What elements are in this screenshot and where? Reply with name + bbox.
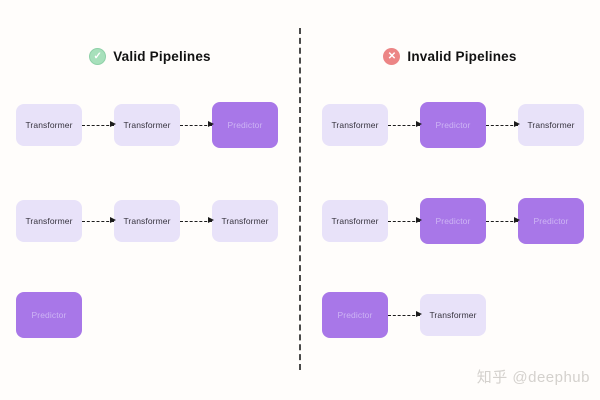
arrow-right-icon [82, 217, 116, 223]
valid-pipelines-panel: ✓ Valid Pipelines Transformer Transforme… [0, 48, 300, 338]
x-circle-icon: ✕ [383, 48, 401, 65]
arrow-right-icon [388, 217, 422, 223]
transformer-node: Transformer [114, 200, 180, 242]
transformer-node: Transformer [420, 294, 486, 336]
transformer-node: Transformer [212, 200, 278, 242]
transformer-node: Transformer [322, 200, 388, 242]
valid-pipelines-title: ✓ Valid Pipelines [0, 48, 300, 65]
arrow-right-icon [486, 217, 520, 223]
arrow-right-icon [180, 217, 214, 223]
transformer-node: Transformer [16, 104, 82, 146]
arrow-right-icon [180, 121, 214, 127]
pipeline-row: Predictor Transformer [322, 292, 486, 338]
check-circle-icon: ✓ [89, 48, 107, 65]
predictor-node: Predictor [420, 102, 486, 148]
arrow-right-icon [388, 121, 422, 127]
transformer-node: Transformer [114, 104, 180, 146]
panel-title-text: Valid Pipelines [113, 49, 211, 64]
arrow-right-icon [388, 311, 422, 317]
arrow-right-icon [486, 121, 520, 127]
predictor-node: Predictor [212, 102, 278, 148]
pipeline-row: Predictor [16, 292, 82, 338]
invalid-pipelines-panel: ✕ Invalid Pipelines Transformer Predicto… [300, 0, 600, 400]
panel-divider [299, 28, 301, 370]
predictor-node: Predictor [16, 292, 82, 338]
invalid-pipelines-title: ✕ Invalid Pipelines [300, 48, 600, 65]
predictor-node: Predictor [518, 198, 584, 244]
pipeline-row: Transformer Transformer Predictor [16, 102, 278, 148]
transformer-node: Transformer [322, 104, 388, 146]
predictor-node: Predictor [420, 198, 486, 244]
transformer-node: Transformer [518, 104, 584, 146]
arrow-right-icon [82, 121, 116, 127]
pipeline-row: Transformer Predictor Predictor [322, 198, 584, 244]
pipeline-row: Transformer Predictor Transformer [322, 102, 584, 148]
panel-title-text: Invalid Pipelines [407, 49, 517, 64]
watermark: 知乎 @deephub [476, 369, 590, 386]
predictor-node: Predictor [322, 292, 388, 338]
pipeline-row: Transformer Transformer Transformer [16, 198, 278, 244]
transformer-node: Transformer [16, 200, 82, 242]
